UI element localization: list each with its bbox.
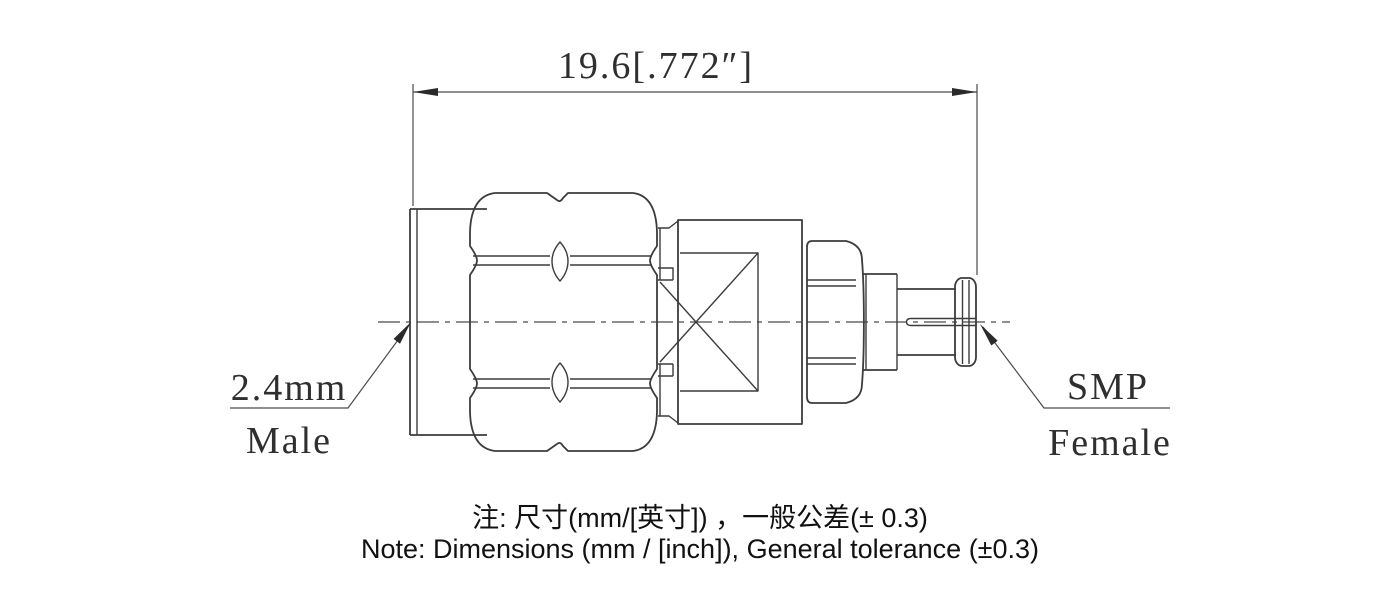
- smp-contact-slot: [905, 317, 976, 327]
- callout-24mm-male: 2.4mm Male: [230, 322, 411, 462]
- left-connector-size: 2.4mm: [231, 367, 348, 409]
- dimension-value: 19.6[.772″]: [558, 45, 754, 87]
- collar-top-step: [658, 267, 674, 281]
- leader-arrow-right-icon: [980, 324, 998, 346]
- length-dimension: 19.6[.772″]: [412, 45, 978, 275]
- right-connector-gender: Female: [1048, 422, 1172, 464]
- callout-smp-female: SMP Female: [980, 324, 1172, 464]
- leader-arrow-left-icon: [393, 322, 411, 344]
- body-block: [659, 219, 803, 425]
- body-block-outline: [677, 219, 803, 425]
- collar-neck: [658, 220, 679, 424]
- dimension-arrow-right-icon: [952, 88, 977, 96]
- collar-bottom-edge: [658, 415, 679, 424]
- smp-cylinders: [863, 273, 956, 371]
- left-connector-gender: Male: [246, 420, 332, 462]
- hex-nut-large: [469, 192, 658, 452]
- hex-outline: [469, 192, 658, 452]
- right-connector-type: SMP: [1067, 366, 1149, 408]
- body-block-inner-step: [680, 252, 759, 392]
- cylinder-a-verticals: [865, 274, 898, 370]
- note-line-english: Note: Dimensions (mm / [inch]), General …: [361, 534, 1039, 564]
- smp-ring: [954, 277, 977, 367]
- cylinder-a-edges: [863, 273, 897, 371]
- connector-body: [409, 192, 977, 452]
- small-hex-outline: [806, 240, 865, 404]
- note-line-chinese: 注: 尺寸(mm/[英寸]) ，一般公差(± 0.3): [472, 503, 928, 533]
- cylinder-b-edges: [897, 288, 956, 356]
- leader-line-left: [230, 324, 410, 409]
- smp-ring-outline: [954, 277, 977, 367]
- collar-top-edge: [658, 220, 679, 229]
- collar-bottom-step: [658, 363, 674, 377]
- smp-ring-grooves: [961, 280, 970, 364]
- drawing-notes: 注: 尺寸(mm/[英寸]) ，一般公差(± 0.3) Note: Dimens…: [361, 503, 1039, 564]
- dimension-arrow-left-icon: [413, 88, 438, 96]
- hex-corner-lens-upper: [551, 240, 569, 283]
- body-block-cross: [659, 252, 759, 392]
- hex-nut-small: [806, 240, 865, 404]
- hex-corner-lens-lower: [551, 361, 569, 404]
- slot-lines: [905, 317, 976, 327]
- leader-line-right: [982, 326, 1170, 409]
